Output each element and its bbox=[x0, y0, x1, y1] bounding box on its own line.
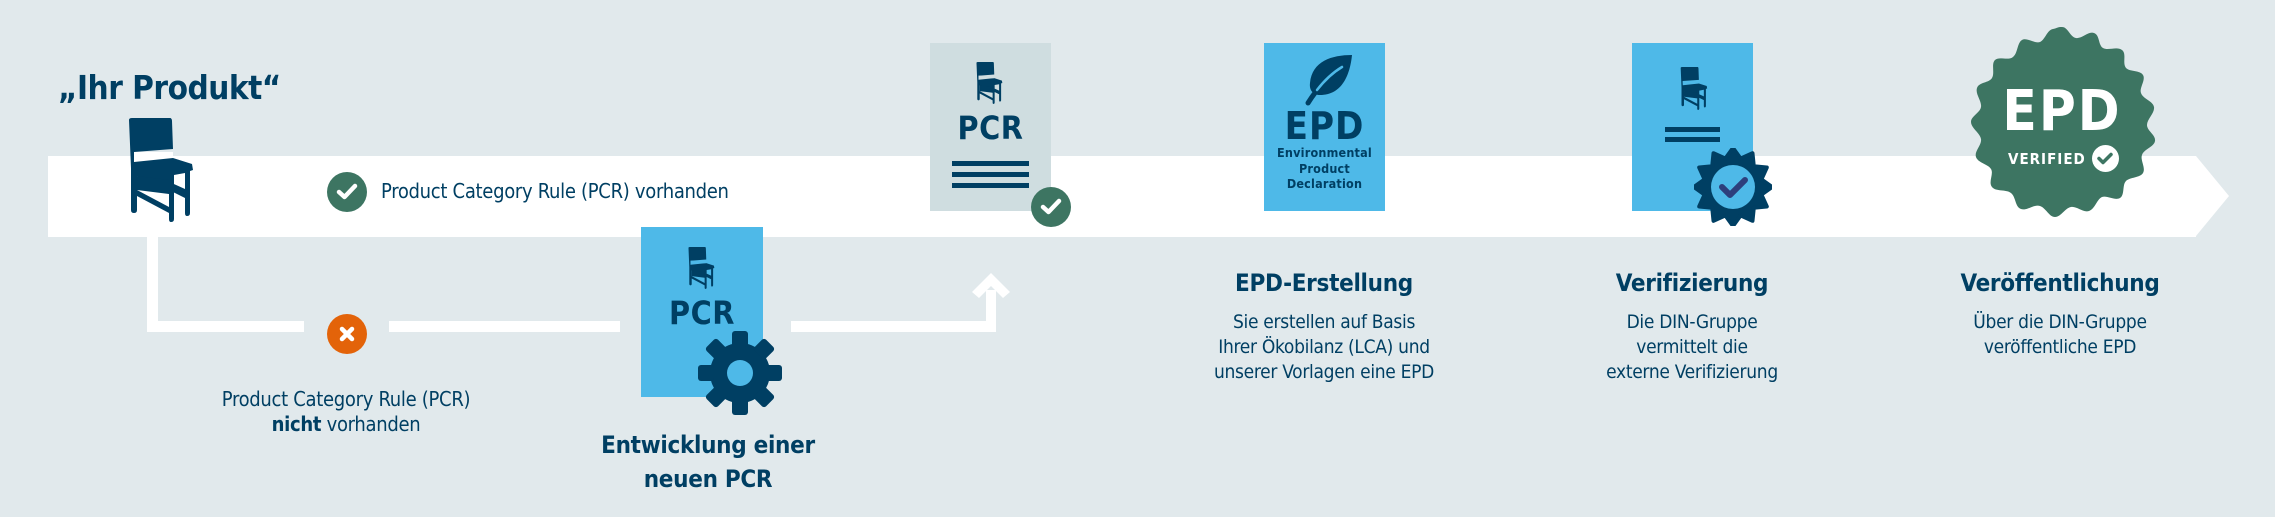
verified-seal-icon bbox=[1694, 148, 1772, 226]
existing-pcr-document: PCR bbox=[930, 43, 1051, 211]
step-description-line: veröffentliche EPD bbox=[1983, 336, 2137, 358]
vorhanden-text: vorhanden bbox=[321, 412, 421, 436]
step-description-line: vermittelt die bbox=[1636, 336, 1748, 358]
chair-icon bbox=[129, 118, 193, 222]
seal-verified-text: VERIFIED bbox=[2008, 149, 2086, 168]
small-chair-icon bbox=[688, 247, 715, 289]
small-chair-icon bbox=[976, 62, 1003, 104]
step-description-line: Die DIN-Gruppe bbox=[1626, 311, 1758, 333]
step-description-line: Über die DIN-Gruppe bbox=[1973, 311, 2147, 333]
existing-pcr-doc-label: PCR bbox=[957, 109, 1024, 147]
pcr-not-available-line1: Product Category Rule (PCR) bbox=[221, 387, 471, 411]
new-pcr-doc-label: PCR bbox=[669, 294, 735, 332]
step-description: Sie erstellen auf Basis Ihrer Ökobilanz … bbox=[1214, 310, 1434, 385]
check-circle-icon bbox=[1031, 187, 1071, 227]
step-description: Die DIN-Gruppe vermittelt die externe Ve… bbox=[1606, 310, 1778, 385]
step-heading: Veröffentlichung bbox=[1960, 269, 2160, 297]
epd-doc-subtitle-line: Product bbox=[1298, 160, 1350, 176]
new-pcr-document: PCR bbox=[641, 227, 763, 397]
doc-text-line bbox=[952, 183, 1029, 188]
x-circle-icon bbox=[327, 314, 367, 354]
epd-document: EPD Environmental Product Declaration bbox=[1264, 43, 1385, 211]
doc-text-line bbox=[952, 172, 1029, 177]
seal-verified-row: VERIFIED bbox=[2008, 145, 2119, 172]
epd-doc-subtitle-line: Environmental bbox=[1277, 145, 1372, 160]
doc-text-line bbox=[952, 161, 1029, 166]
pcr-available-label: Product Category Rule (PCR) vorhanden bbox=[381, 179, 729, 203]
step-description-line: Ihrer Ökobilanz (LCA) und bbox=[1218, 336, 1430, 358]
check-circle-icon bbox=[327, 172, 367, 212]
step-description-line: unserer Vorlagen eine EPD bbox=[1213, 361, 1435, 383]
alt-path-vertical-line bbox=[147, 237, 158, 332]
process-arrow-tip bbox=[2196, 156, 2229, 236]
doc-text-line bbox=[1665, 137, 1720, 142]
leaf-icon bbox=[1305, 55, 1352, 106]
step-veroeffentlichung: Veröffentlichung Über die DIN-Gruppe ver… bbox=[1960, 266, 2159, 360]
alt-path-line-segment-3 bbox=[791, 321, 996, 332]
alt-path-line-segment-1 bbox=[147, 321, 304, 332]
new-pcr-heading-line2: neuen PCR bbox=[643, 465, 773, 493]
new-pcr-heading: Entwicklung einer neuen PCR bbox=[601, 428, 815, 496]
step-heading: Verifizierung bbox=[1615, 269, 1769, 297]
step-description: Über die DIN-Gruppe veröffentliche EPD bbox=[1960, 310, 2159, 360]
epd-doc-subtitle: Environmental Product Declaration bbox=[1264, 145, 1385, 192]
seal-epd-text: EPD bbox=[2002, 79, 2122, 144]
step-description-line: Sie erstellen auf Basis bbox=[1232, 311, 1416, 333]
step-epd-erstellung: EPD-Erstellung Sie erstellen auf Basis I… bbox=[1214, 266, 1434, 385]
pcr-not-available-line2: nicht vorhanden bbox=[222, 412, 471, 437]
doc-text-line bbox=[1665, 127, 1720, 132]
up-arrow-head-icon bbox=[972, 273, 1010, 298]
epd-doc-subtitle-line: Declaration bbox=[1286, 176, 1363, 191]
alt-path-line-segment-2 bbox=[389, 321, 620, 332]
product-title: „Ihr Produkt“ bbox=[58, 68, 281, 107]
small-chair-icon bbox=[1680, 67, 1708, 110]
process-arrow-band bbox=[48, 156, 2196, 237]
alt-path-up-line bbox=[986, 290, 996, 332]
step-heading: EPD-Erstellung bbox=[1235, 269, 1413, 297]
new-pcr-heading-line1: Entwicklung einer bbox=[601, 431, 815, 459]
epd-doc-title: EPD bbox=[1284, 104, 1365, 148]
step-verifizierung: Verifizierung Die DIN-Gruppe vermittelt … bbox=[1606, 266, 1778, 385]
pcr-not-available-label: Product Category Rule (PCR) nicht vorhan… bbox=[222, 387, 471, 437]
gear-icon bbox=[698, 331, 782, 415]
seal-check-icon bbox=[2091, 145, 2119, 172]
nicht-bold: nicht bbox=[271, 412, 322, 436]
step-description-line: externe Verifizierung bbox=[1606, 361, 1778, 383]
